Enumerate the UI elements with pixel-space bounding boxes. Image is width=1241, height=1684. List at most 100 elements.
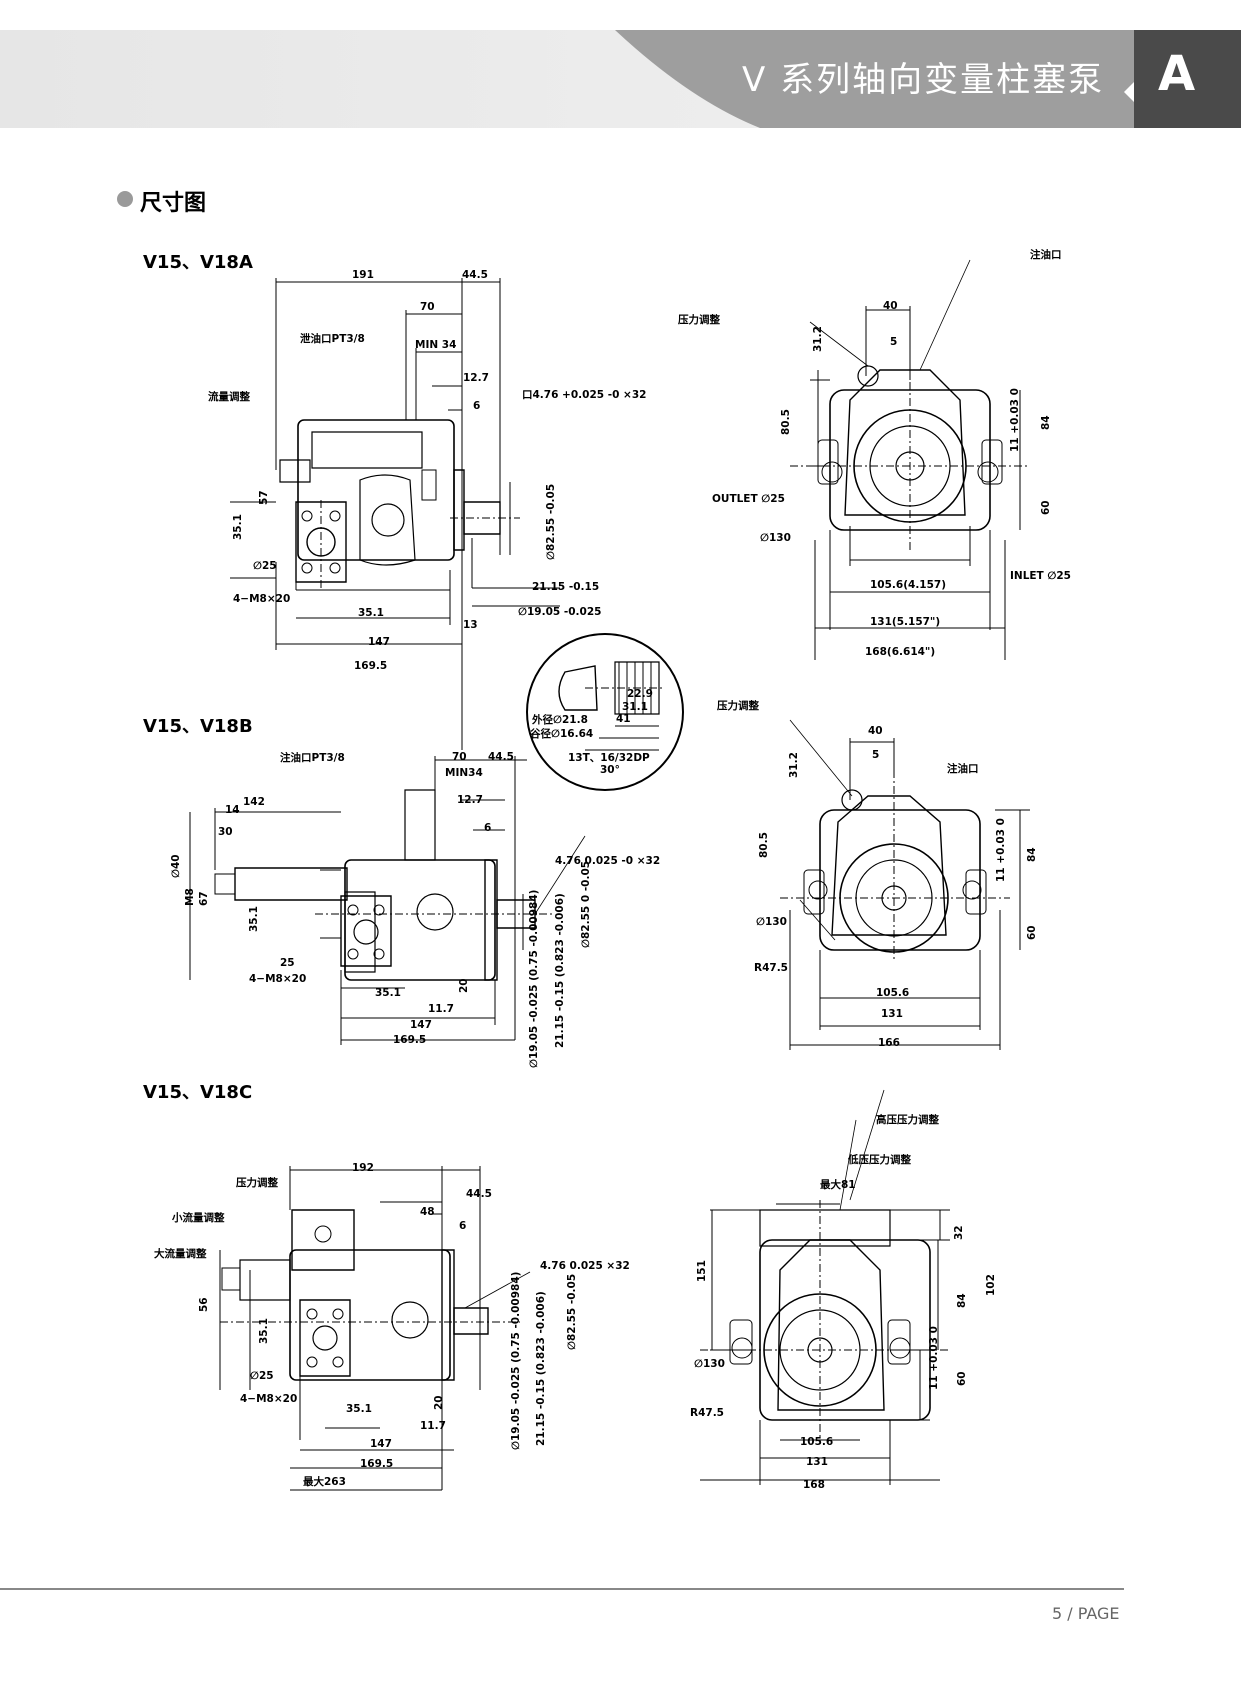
dim-67: 67 (198, 891, 210, 906)
key-b-label: 4.76 0.025 -0 ×32 (555, 855, 661, 867)
key-label: 口4.76 +0.025 -0 ×32 (522, 389, 647, 401)
dim-31-2-b: 31.2 (788, 752, 800, 778)
dim-35-1-h: 35.1 (358, 607, 384, 619)
dim-147: 147 (368, 636, 390, 648)
drawing-c-front-view (690, 1180, 1020, 1500)
bolt-label: 4−M8×20 (233, 593, 291, 605)
dim-d82-55-b: ∅82.55 0 -0.05 (580, 860, 592, 948)
chapter-letter: A (1158, 46, 1196, 102)
dim-d19-05-c: ∅19.05 -0.025 (0.75 -0.00984) (510, 1271, 522, 1450)
flow-adjust-label: 流量调整 (208, 391, 250, 403)
dim-32: 32 (953, 1225, 965, 1240)
drawing-a-front-view (790, 290, 1090, 690)
dim-35-1-v-b: 35.1 (248, 906, 260, 932)
header-title: V 系列轴向变量柱塞泵 (742, 60, 1105, 100)
model-label-c: V15、V18C (143, 1082, 253, 1103)
spline-spec-label: 13T、16/32DP (568, 752, 650, 764)
dim-6: 6 (473, 400, 481, 412)
dim-d25: ∅25 (253, 560, 277, 572)
fill-port-b-front-label: 注油口 (947, 763, 979, 775)
dim-166-b: 166 (878, 1037, 900, 1049)
dim-d130: ∅130 (760, 532, 791, 544)
high-pressure-adjust-label: 高压压力调整 (876, 1114, 939, 1126)
dim-30: 30 (218, 826, 233, 838)
dim-31-2: 31.2 (812, 326, 824, 352)
dim-57: 57 (258, 490, 270, 505)
dim-80-5-b: 80.5 (758, 832, 770, 858)
dim-142: 142 (243, 796, 265, 808)
dim-d130-b: ∅130 (756, 916, 787, 928)
dim-70-b: 70 (452, 751, 467, 763)
dim-12-7: 12.7 (463, 372, 489, 384)
dim-151: 151 (696, 1260, 708, 1282)
dim-21-15-b: 21.15 -0.15 (0.823 -0.006) (554, 893, 566, 1048)
header-band (0, 30, 1241, 128)
dim-40-b: 40 (868, 725, 883, 737)
model-label-a: V15、V18A (143, 252, 253, 273)
dim-169-5-b: 169.5 (393, 1034, 427, 1046)
dim-6-b: 6 (484, 822, 492, 834)
low-pressure-adjust-label: 低压压力调整 (848, 1154, 911, 1166)
dim-35-1-v: 35.1 (232, 514, 244, 540)
dim-41: 41 (616, 713, 631, 725)
fill-port-label: 注油口 (1030, 249, 1062, 261)
dim-21-15: 21.15 -0.15 (532, 581, 600, 593)
root-dia-label: 谷径∅16.64 (530, 728, 594, 740)
outlet-label: OUTLET ∅25 (712, 493, 785, 505)
dim-r47-5-c: R47.5 (690, 1407, 724, 1419)
dim-11-7-c: 11.7 (420, 1420, 446, 1432)
dim-min34-b: MIN34 (445, 767, 483, 779)
dim-168: 168(6.614") (865, 646, 936, 658)
dim-14: 14 (225, 804, 240, 816)
dim-d130-c: ∅130 (694, 1358, 725, 1370)
dim-44-5: 44.5 (462, 269, 488, 281)
outer-dia-label: 外径∅21.8 (532, 714, 588, 726)
footer-divider (0, 1588, 1124, 1590)
dim-191: 191 (352, 269, 374, 281)
dim-d40: ∅40 (170, 854, 182, 878)
page-number: 5 / PAGE (1052, 1604, 1120, 1623)
dim-m8: M8 (184, 888, 196, 906)
bolt-b-label: 4−M8×20 (249, 973, 307, 985)
drain-port-label: 泄油口PT3/8 (300, 333, 365, 345)
dim-40: 40 (883, 300, 898, 312)
dim-6-c: 6 (459, 1220, 467, 1232)
dim-169-5: 169.5 (354, 660, 388, 672)
dim-35-1-v-c: 35.1 (258, 1318, 270, 1344)
fill-port-b-label: 注油口PT3/8 (280, 752, 345, 764)
dim-d19-05: ∅19.05 -0.025 (518, 606, 602, 618)
dim-60-b: 60 (1026, 925, 1038, 940)
spline-detail-view (525, 630, 685, 800)
dim-44-5-c: 44.5 (466, 1188, 492, 1200)
dim-168-c: 168 (803, 1479, 825, 1491)
dim-192: 192 (352, 1162, 374, 1174)
drawing-c-side-view (180, 1150, 620, 1490)
dim-12-7-b: 12.7 (457, 794, 483, 806)
dim-131-b: 131 (881, 1008, 903, 1020)
pressure-adjust-b-label: 压力调整 (717, 700, 759, 712)
dim-25-b: 25 (280, 957, 295, 969)
dim-max81: 最大81 (820, 1179, 856, 1191)
dim-20-b: 20 (458, 978, 470, 993)
drawing-b-side-view (175, 740, 615, 1060)
dim-56: 56 (198, 1297, 210, 1312)
key-c-label: 4.76 0.025 ×32 (540, 1260, 630, 1272)
dim-70: 70 (420, 301, 435, 313)
large-flow-adjust-label: 大流量调整 (154, 1248, 207, 1260)
pressure-angle-label: 30° (600, 764, 620, 776)
dim-d82-55-c: ∅82.55 -0.05 (566, 1273, 578, 1350)
dim-11-tol: 11 +0.03 0 (1009, 388, 1021, 452)
dim-102: 102 (985, 1274, 997, 1296)
dim-11-tol-b: 11 +0.03 0 (995, 818, 1007, 882)
dim-5-b: 5 (872, 749, 880, 761)
dim-48: 48 (420, 1206, 435, 1218)
dim-d25-c: ∅25 (250, 1370, 274, 1382)
dim-131: 131(5.157") (870, 616, 941, 628)
dim-20-c: 20 (433, 1395, 445, 1410)
dim-35-1-h-b: 35.1 (375, 987, 401, 999)
dim-31-1: 31.1 (622, 701, 648, 713)
drawing-b-front-view (770, 730, 1070, 1050)
dim-84-c: 84 (956, 1293, 968, 1308)
dim-22-9: 22.9 (627, 688, 653, 700)
dim-84-b: 84 (1026, 847, 1038, 862)
